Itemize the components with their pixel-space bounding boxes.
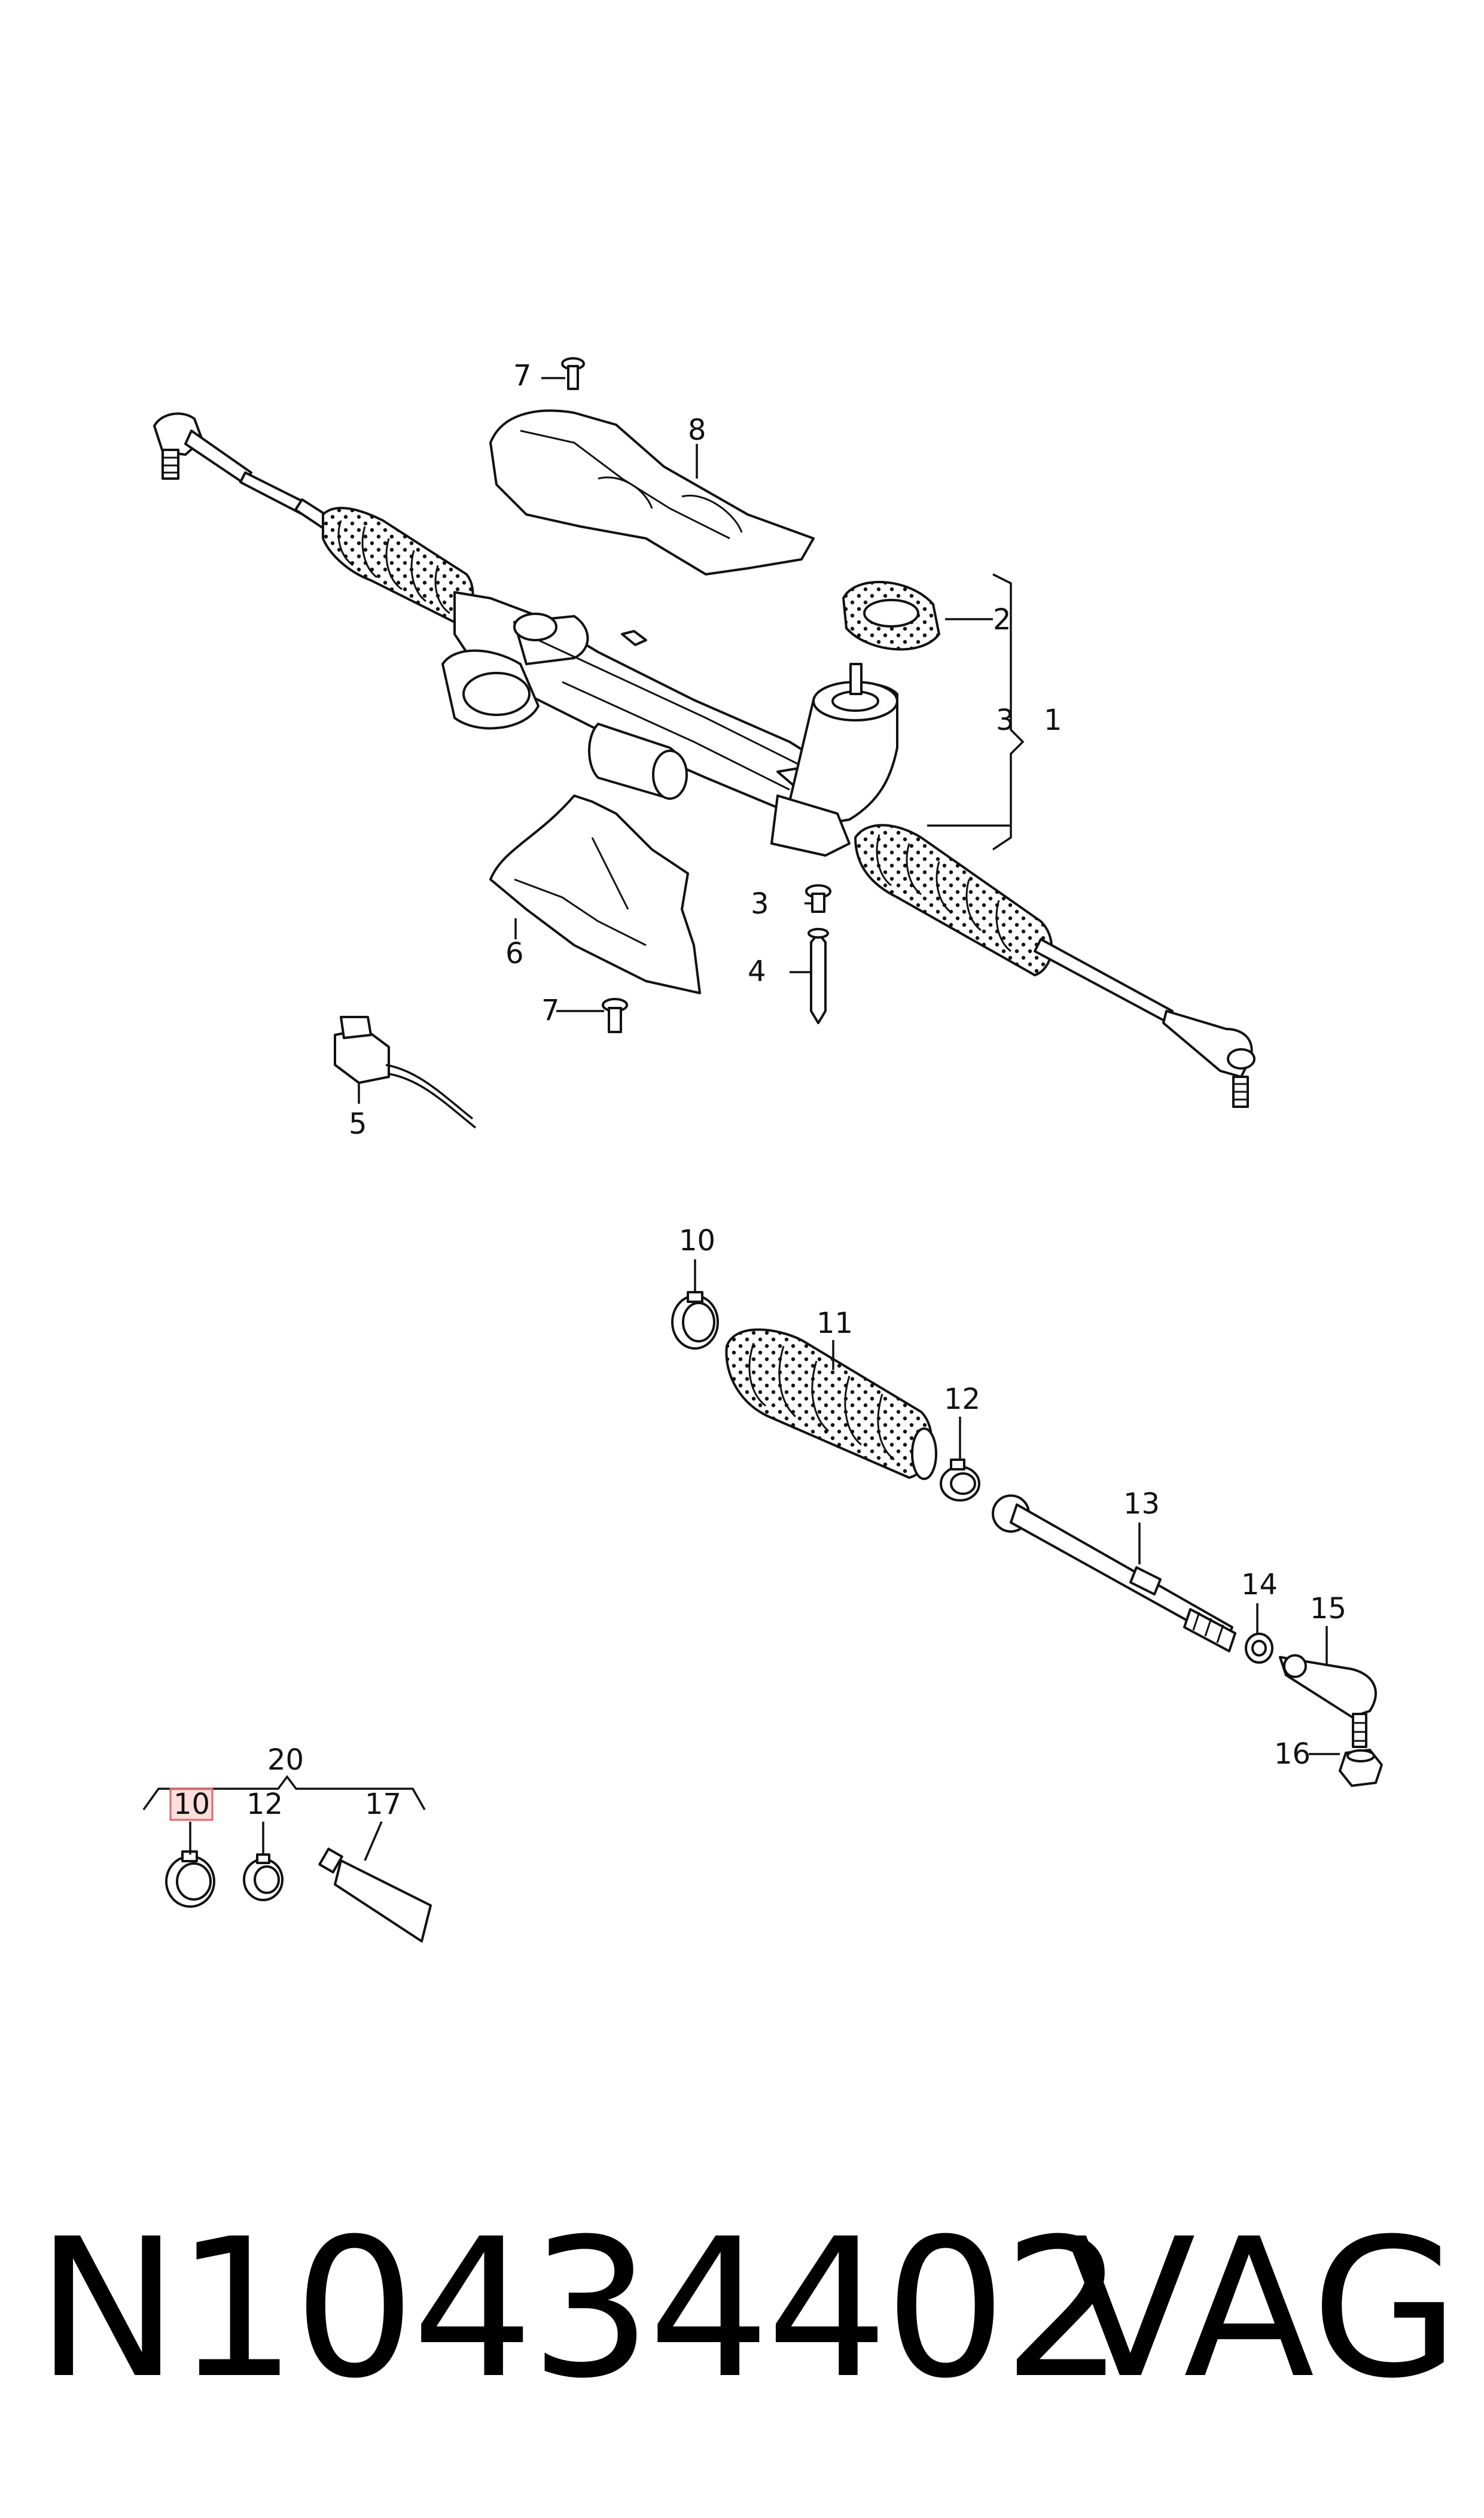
callout-20: 20 (267, 1743, 304, 1777)
callout-6: 6 (505, 937, 524, 970)
callout-1: 1 (1044, 704, 1062, 737)
bolt-7-upper (561, 357, 585, 390)
kit-clamp-10 (165, 1850, 215, 1908)
callout-11: 11 (816, 1307, 853, 1340)
right-rack-boot (854, 824, 1053, 977)
callout-16: 16 (1274, 1737, 1311, 1771)
steering-rack-housing (441, 591, 851, 821)
callout-2: 2 (993, 603, 1011, 637)
sensor-with-cable (334, 1016, 477, 1129)
steering-boot-11 (725, 1328, 937, 1480)
heat-shield-lower (489, 794, 701, 994)
bolt-7-lower (602, 998, 628, 1033)
grease-tube-17 (318, 1847, 432, 1942)
part-number: N10434402 (36, 2198, 1125, 2420)
clamp-12 (940, 1459, 980, 1502)
right-tie-rod-end (1162, 1010, 1256, 1108)
callout-kit-17: 17 (365, 1788, 401, 1821)
callout-3-bracket: 3 (996, 704, 1014, 737)
assembly-bracket (927, 573, 1025, 851)
left-rack-boot (322, 507, 474, 624)
bolt-4 (807, 928, 829, 1024)
callout-12: 12 (944, 1383, 980, 1416)
lock-nut-14 (1245, 1633, 1273, 1664)
callout-10: 10 (679, 1224, 715, 1258)
highlight-box-10 (169, 1788, 214, 1821)
outer-tie-rod-end-15 (1279, 1654, 1377, 1748)
left-inner-tie-rod (239, 471, 336, 532)
self-locking-nut-16 (1339, 1749, 1383, 1787)
callout-13: 13 (1123, 1487, 1160, 1521)
kit-clamp-12 (243, 1853, 284, 1901)
callout-3: 3 (751, 887, 769, 921)
damper-ring (842, 580, 941, 651)
brand-label: VAG (1065, 2198, 1459, 2420)
inner-tie-rod-13 (992, 1494, 1236, 1652)
callout-7-upper: 7 (513, 359, 532, 392)
callout-5: 5 (349, 1107, 367, 1141)
bolt-3 (805, 884, 831, 913)
clamp-10 (671, 1291, 719, 1350)
pinion-housing (770, 663, 898, 857)
callout-8: 8 (688, 413, 706, 447)
right-inner-tie-rod (1034, 938, 1174, 1023)
callout-7-lower: 7 (541, 994, 560, 1027)
callout-4: 4 (748, 955, 766, 988)
left-tie-rod-end (153, 412, 252, 485)
repair-kit-bracket (142, 1775, 426, 1811)
leader-kit-17 (364, 1821, 383, 1861)
callout-kit-10: 10 (173, 1788, 210, 1821)
footer: N10434402 VAG (36, 2213, 1459, 2453)
heat-shield-upper (489, 409, 815, 576)
callout-15: 15 (1310, 1592, 1346, 1625)
callout-14: 14 (1241, 1568, 1278, 1601)
callout-kit-12: 12 (246, 1788, 283, 1821)
